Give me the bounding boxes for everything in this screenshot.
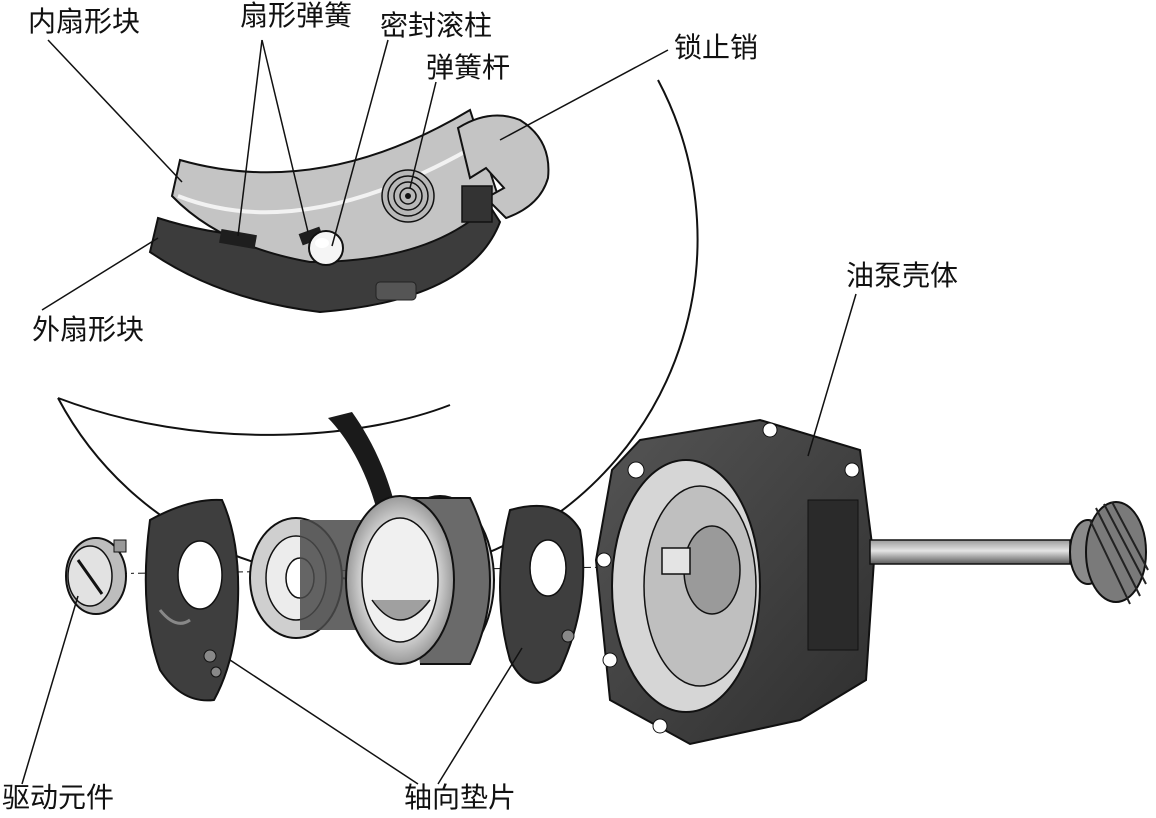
- label-sector-spring: 扇形弹簧: [240, 0, 353, 32]
- axial-shim-left: [144, 498, 240, 702]
- inner-rotor: [249, 517, 370, 639]
- drive-shaft: [869, 501, 1149, 605]
- pump-housing: [594, 418, 876, 746]
- drive-element: [65, 537, 127, 615]
- label-inner-sector-block: 内扇形块: [28, 5, 141, 38]
- label-pump-housing: 油泵壳体: [846, 259, 959, 292]
- label-drive-element: 驱动元件: [2, 781, 115, 814]
- label-outer-sector-block: 外扇形块: [32, 313, 145, 346]
- label-axial-shim: 轴向垫片: [404, 781, 517, 814]
- label-spring-rod: 弹簧杆: [426, 51, 511, 84]
- lock-pin: [456, 114, 550, 223]
- leader-lines: [21, 39, 857, 785]
- sector-spring: [219, 226, 324, 250]
- seal-roller: [308, 230, 344, 266]
- axial-shim-right: [499, 504, 585, 684]
- spring-rod: [381, 169, 435, 223]
- cam-ring: [345, 495, 495, 665]
- label-lock-pin: 锁止销: [674, 31, 759, 64]
- label-seal-roller: 密封滚柱: [380, 9, 493, 42]
